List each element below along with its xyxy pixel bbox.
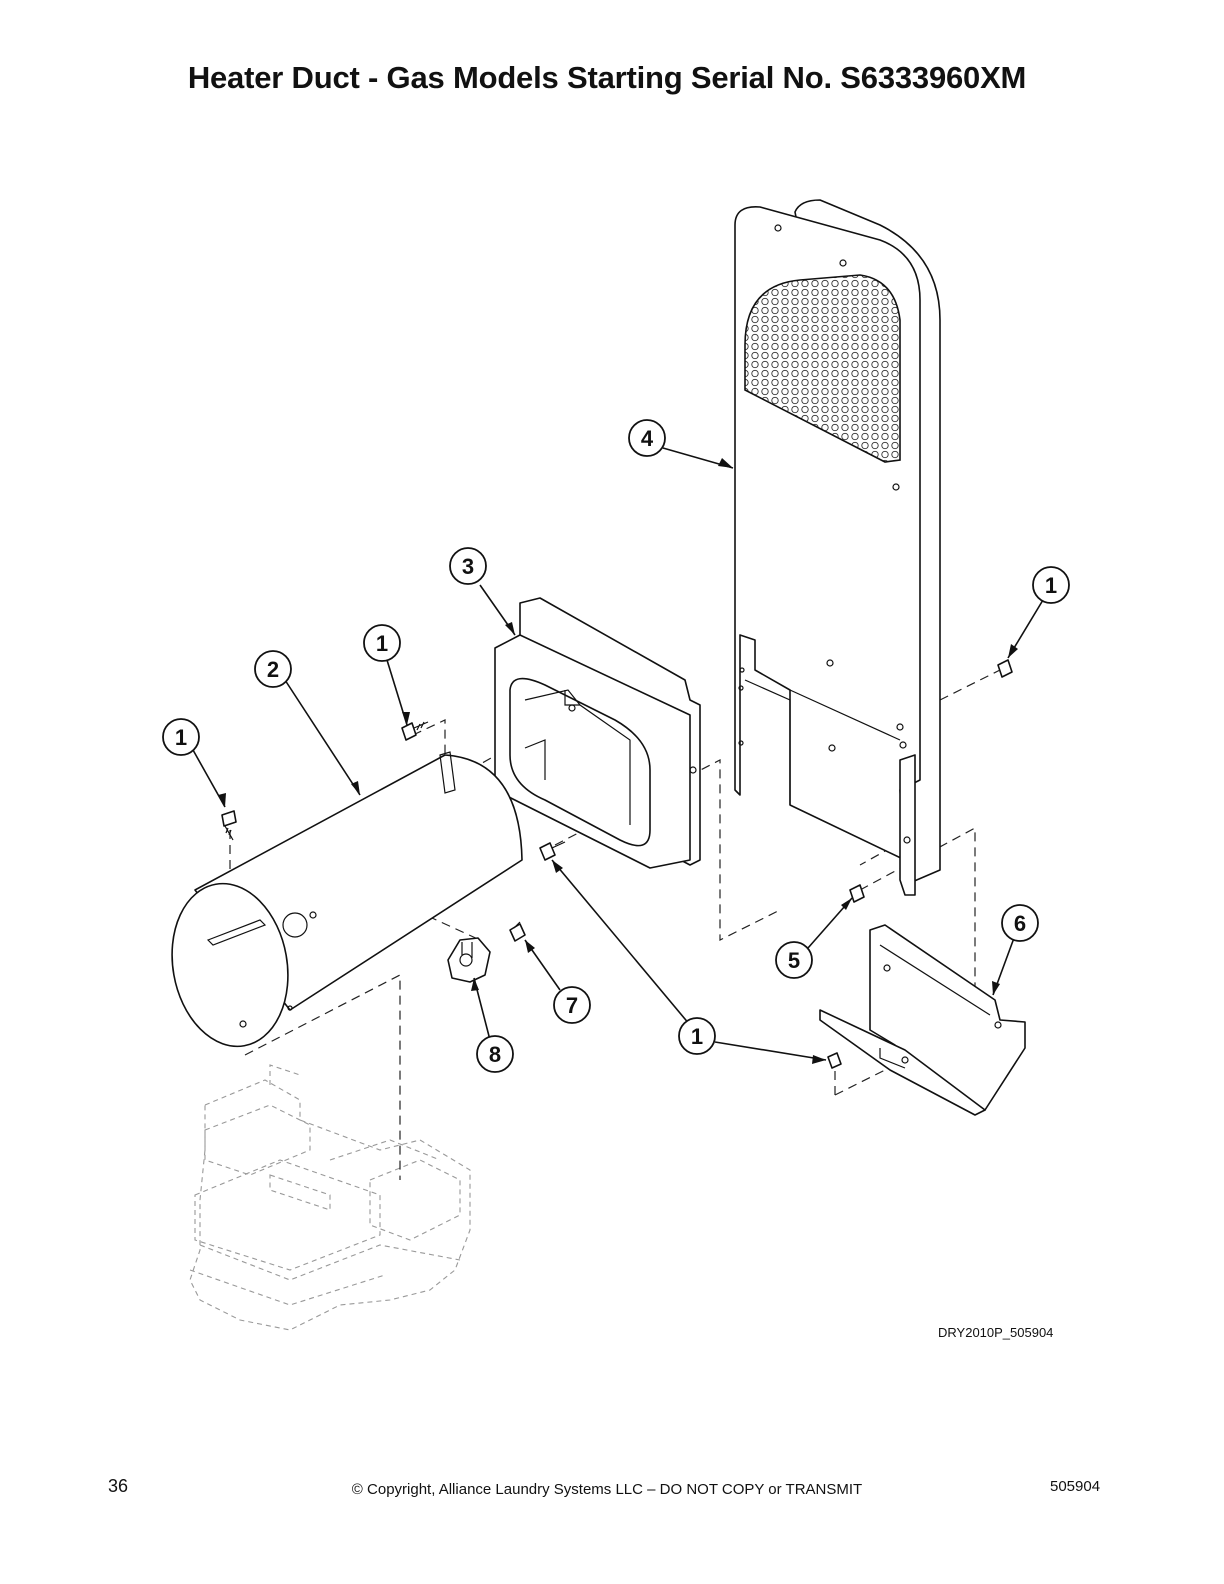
callout-part-3: 3 (449, 547, 487, 585)
callout-part-2: 2 (254, 650, 292, 688)
svg-text:4: 4 (641, 426, 654, 451)
screw-icon (539, 841, 566, 861)
svg-text:7: 7 (566, 993, 578, 1018)
page-title: Heater Duct - Gas Models Starting Serial… (187, 60, 1027, 95)
callout-part-1: 1 (162, 718, 200, 756)
screw-icon (849, 884, 865, 903)
callout-part-8: 8 (476, 1035, 514, 1073)
svg-text:6: 6 (1014, 911, 1026, 936)
svg-text:1: 1 (175, 725, 187, 750)
copyright-notice: © Copyright, Alliance Laundry Systems LL… (351, 1481, 863, 1498)
callout-part-7: 7 (553, 986, 591, 1024)
callout-part-5: 5 (775, 941, 813, 979)
callout-part-6: 6 (1001, 904, 1039, 942)
leader-arrowheads (218, 458, 1018, 1064)
svg-text:5: 5 (788, 948, 800, 973)
heater-tube-part-2 (171, 751, 523, 1048)
svg-text:1: 1 (691, 1024, 703, 1049)
drawing-id: DRY2010P_505904 (938, 1325, 1054, 1340)
screw-icon (997, 659, 1013, 678)
callout-part-1: 1 (363, 624, 401, 662)
screw-icon (401, 721, 429, 741)
document-number: 505904 (1050, 1478, 1101, 1495)
callout-part-4: 4 (628, 419, 666, 457)
page-number: 36 (108, 1476, 129, 1496)
svg-text:2: 2 (267, 657, 279, 682)
duct-frame-part-3 (494, 597, 701, 869)
callout-part-1: 1 (678, 1017, 716, 1055)
bracket-part-6 (819, 924, 1026, 1116)
screw-icon (221, 810, 237, 841)
burner-assembly-ghost (189, 1064, 471, 1331)
screw-icon (509, 921, 526, 942)
svg-text:3: 3 (462, 554, 474, 579)
svg-text:8: 8 (489, 1042, 501, 1067)
svg-text:1: 1 (1045, 573, 1057, 598)
thermostat-part-8 (447, 937, 491, 983)
screw-icon (827, 1052, 842, 1069)
svg-text:1: 1 (376, 631, 388, 656)
callout-part-1: 1 (1032, 566, 1070, 604)
air-duct-part-4 (734, 199, 941, 896)
